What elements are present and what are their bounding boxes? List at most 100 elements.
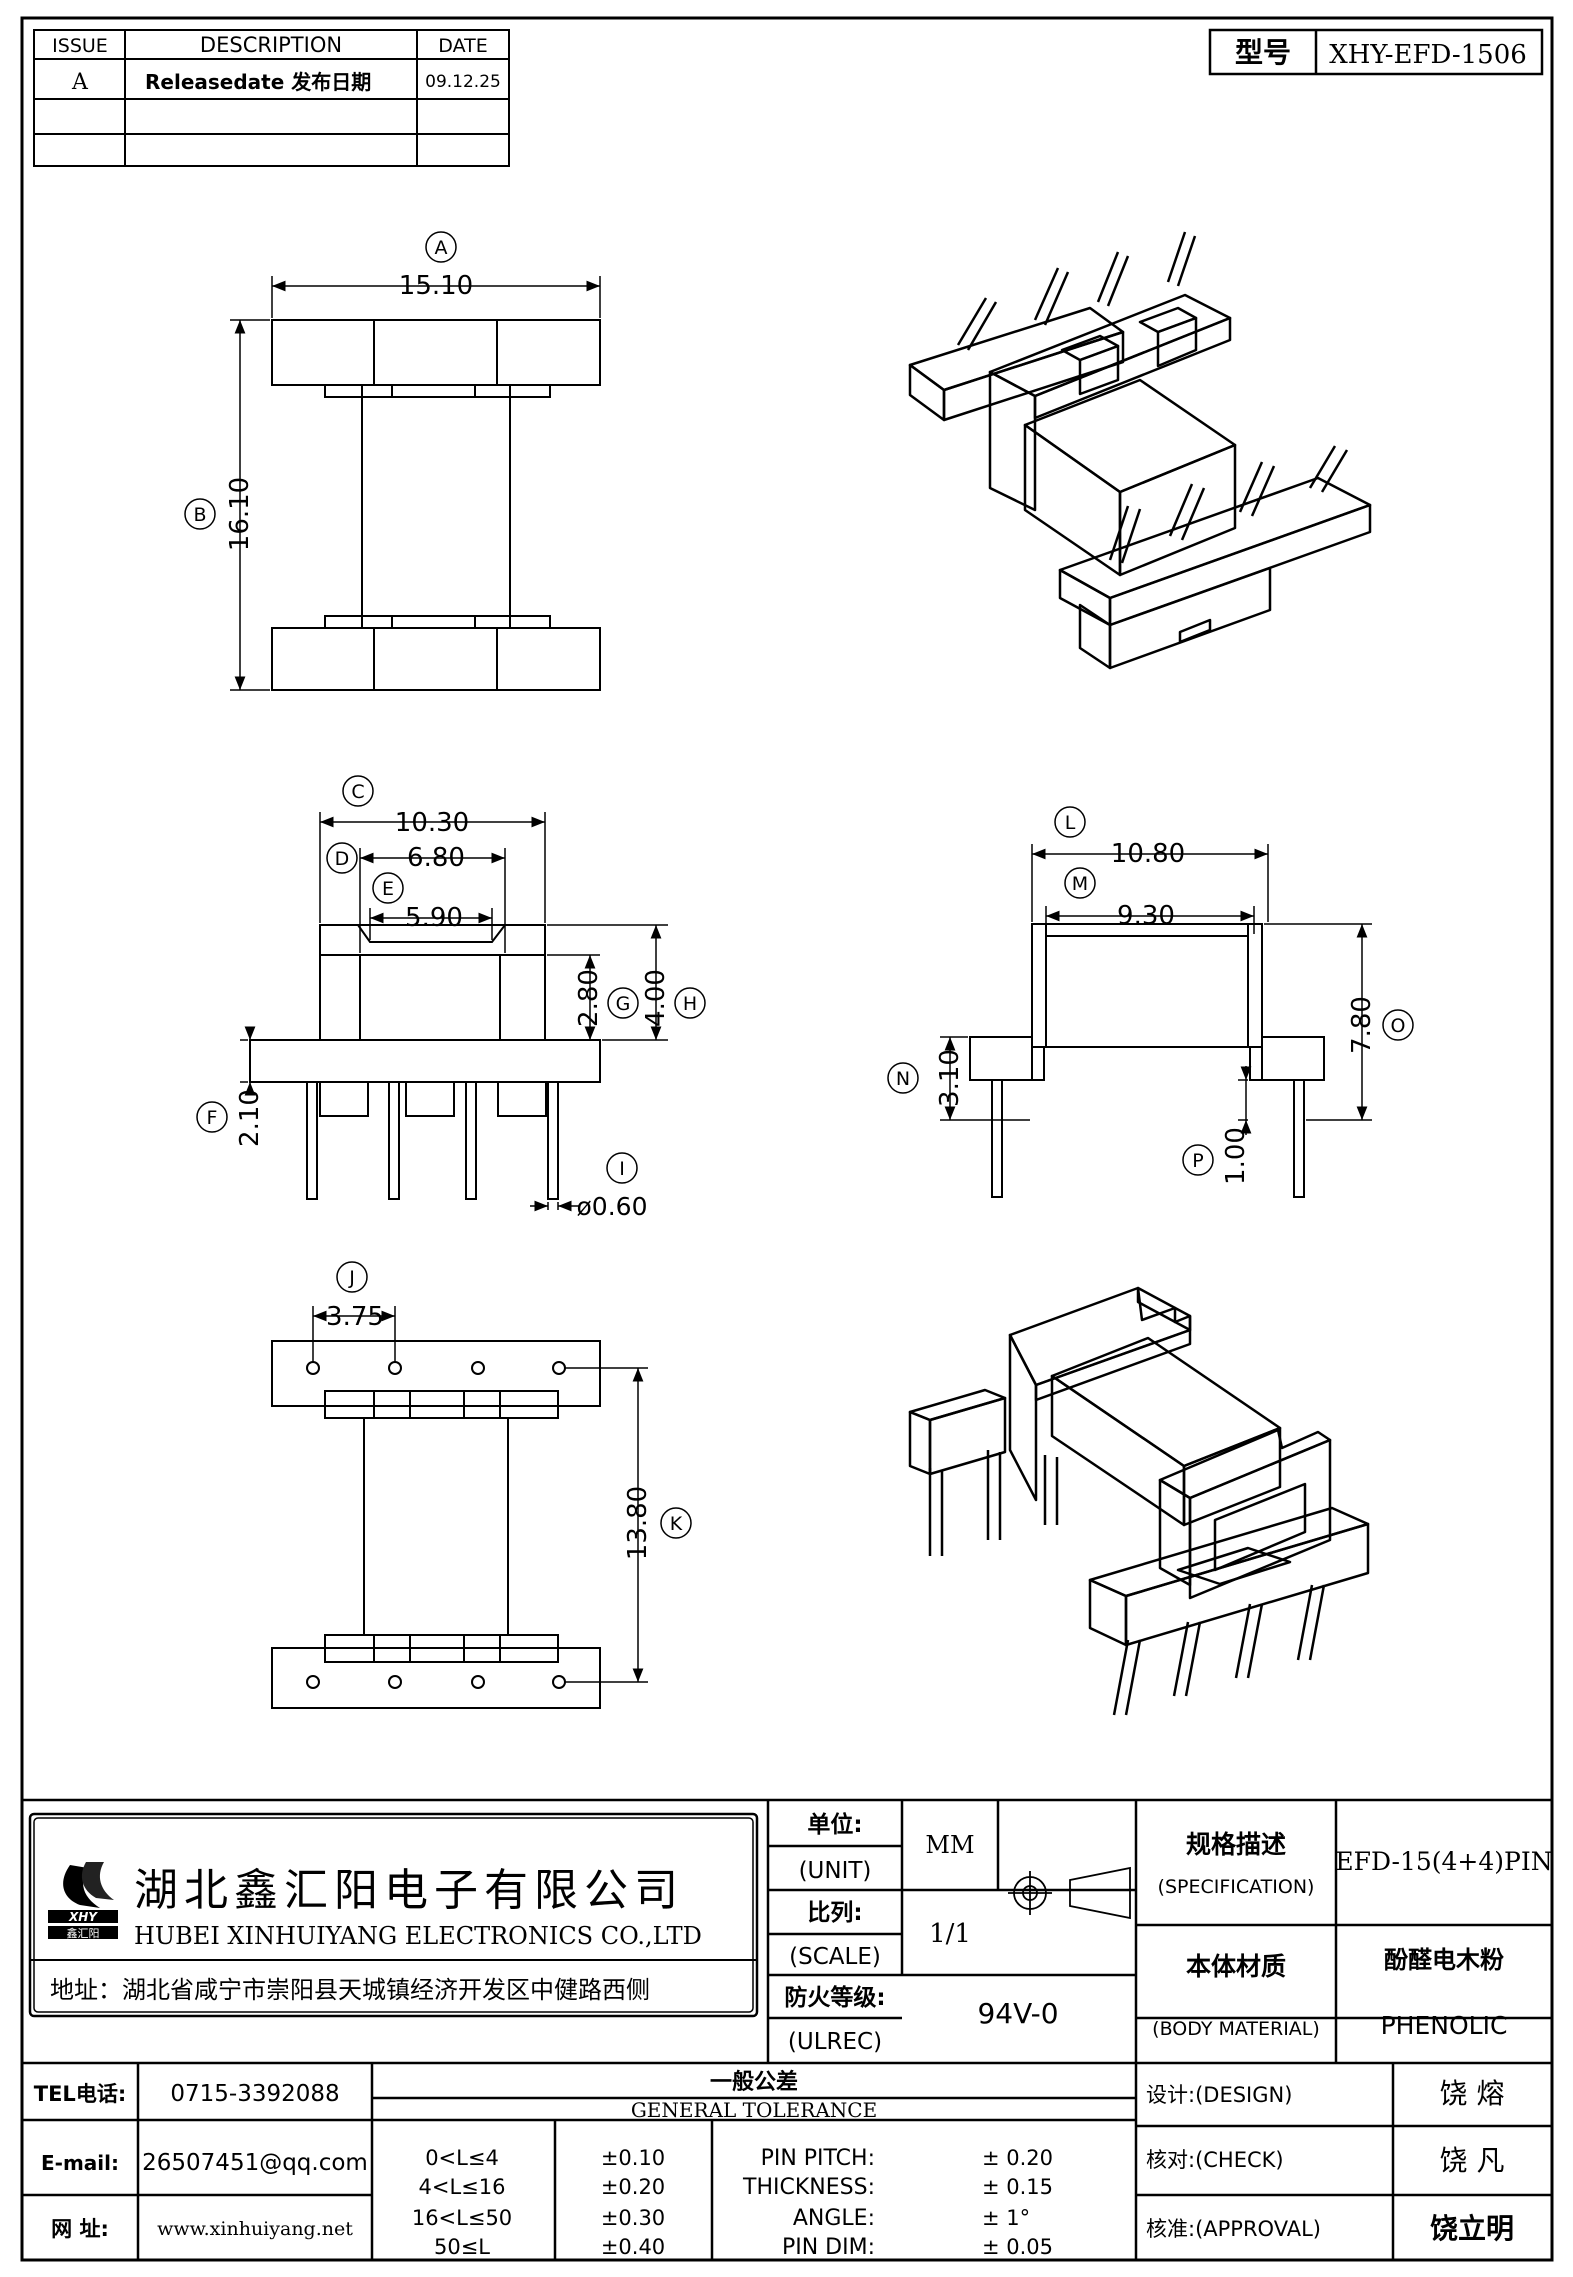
model-number: XHY-EFD-1506 (1329, 40, 1527, 70)
dim-K (565, 1367, 692, 1683)
tol-spec-1: ± 0.15 (982, 2175, 1053, 2199)
rev-row-date: 09.12.25 (425, 72, 501, 92)
logo-text: XHY (68, 1910, 98, 1924)
rev-row-description: Releasedate 发布日期 (145, 70, 371, 94)
dim-N-tag: N (896, 1068, 910, 1090)
dim-C-tag: C (351, 781, 364, 803)
revision-table (33, 29, 510, 167)
model-box (1208, 28, 1544, 76)
dim-A (271, 231, 601, 318)
tolerance-title-cn: 一般公差 (710, 2069, 798, 2095)
dim-K-tag: K (670, 1513, 683, 1535)
top-view (271, 319, 601, 691)
dim-D-value: 6.80 (407, 843, 465, 873)
iso-view-top (908, 231, 1372, 670)
dim-M-tag: M (1072, 873, 1088, 895)
tol-range-2: 16<L≤50 (412, 2206, 512, 2230)
rev-header-description: DESCRIPTION (200, 33, 342, 57)
dim-O (1264, 923, 1414, 1121)
fire-label-en: (ULREC) (788, 2029, 882, 2055)
tol-value-1: ±0.20 (601, 2175, 665, 2199)
scale-label-en: (SCALE) (789, 1944, 881, 1970)
tolerance-title-en: GENERAL TOLERANCE (631, 2098, 877, 2122)
dim-M-value: 9.30 (1117, 901, 1175, 931)
tol-value-0: ±0.10 (601, 2146, 665, 2170)
projection-symbol-icon (1008, 1866, 1131, 1920)
title-block-frame (22, 1798, 1552, 2260)
email-label: E-mail: (41, 2151, 119, 2175)
rev-header-date: DATE (438, 35, 487, 57)
dim-D-tag: D (335, 848, 350, 870)
dim-H-tag: H (683, 993, 697, 1015)
dim-P (1182, 1066, 1252, 1176)
tol-spec-0: ± 0.20 (982, 2146, 1053, 2170)
dim-K-value: 13.80 (623, 1486, 653, 1560)
sheet-border (20, 16, 1554, 2262)
dim-F-tag: F (207, 1107, 218, 1129)
tol-item-2: ANGLE: (793, 2206, 875, 2231)
spec-value: EFD-15(4+4)PIN (1335, 1847, 1552, 1876)
unit-label-en: (UNIT) (799, 1858, 872, 1884)
approval-name: 饶立明 (1430, 2212, 1514, 2245)
tol-item-0: PIN PITCH: (761, 2146, 875, 2171)
tol-range-1: 4<L≤16 (419, 2175, 506, 2199)
company-logo (48, 1862, 118, 1939)
dim-E-value: 5.90 (405, 903, 463, 933)
company-name-cn: 湖北鑫汇阳电子有限公司 (134, 1865, 684, 1916)
dim-G (547, 954, 639, 1041)
dim-E (369, 872, 493, 940)
front-view (249, 924, 601, 1200)
iso-view-bottom (908, 1286, 1370, 1716)
dim-H-value: 4.00 (641, 969, 671, 1027)
dim-N (887, 1036, 1030, 1121)
tol-spec-2: ± 1° (982, 2206, 1030, 2230)
dim-B-value: 16.10 (225, 477, 255, 551)
dim-F (196, 1026, 256, 1133)
company-address: 地址：湖北省咸宁市崇阳县天城镇经济开发区中健路西侧 (50, 1976, 650, 2004)
dim-L-tag: L (1065, 812, 1076, 834)
tel-label: TEL电话: (34, 2082, 126, 2106)
spec-label-cn: 规格描述 (1186, 1830, 1286, 1859)
tol-spec-3: ± 0.05 (982, 2235, 1053, 2259)
fire-label-cn: 防火等级: (784, 1984, 885, 2011)
design-name: 饶 熔 (1440, 2077, 1505, 2110)
dim-D (326, 842, 506, 953)
dim-P-tag: P (1192, 1150, 1203, 1172)
tol-range-3: 50≤L (434, 2235, 490, 2259)
scale-value: 1/1 (929, 1919, 971, 1949)
dim-E-tag: E (382, 878, 394, 900)
logo-sub: 鑫汇阳 (67, 1926, 100, 1940)
dim-J-tag: J (348, 1267, 355, 1289)
dim-L (1031, 806, 1269, 922)
web-label: 网 址: (51, 2217, 109, 2241)
dim-H (547, 924, 706, 1041)
dim-C (319, 775, 546, 923)
dim-B-tag: B (193, 504, 206, 526)
dim-N-value: 3.10 (935, 1049, 965, 1107)
tol-range-0: 0<L≤4 (425, 2146, 499, 2170)
check-name: 饶 凡 (1440, 2144, 1505, 2177)
side-view (969, 923, 1325, 1198)
model-label: 型号 (1235, 36, 1291, 69)
material-label-en: (BODY MATERIAL) (1152, 2018, 1320, 2040)
tol-value-3: ±0.40 (601, 2235, 665, 2259)
dim-A-tag: A (435, 237, 448, 259)
dim-O-value: 7.80 (1347, 996, 1377, 1054)
dim-C-value: 10.30 (395, 808, 469, 838)
dim-I (530, 1152, 638, 1212)
dim-F-value: 2.10 (235, 1089, 265, 1147)
tel-value: 0715-3392088 (170, 2081, 339, 2107)
material-value-cn: 酚醛电木粉 (1384, 1946, 1504, 1974)
dim-I-tag: I (619, 1158, 625, 1180)
scale-label-cn: 比列: (807, 1900, 862, 1926)
dim-J (312, 1261, 396, 1362)
dim-A-value: 15.10 (399, 271, 473, 301)
material-value-en: PHENOLIC (1381, 2011, 1508, 2040)
dim-O-tag: O (1391, 1015, 1406, 1037)
dim-B (184, 319, 270, 691)
material-label-cn: 本体材质 (1186, 1952, 1286, 1981)
bottom-view (271, 1340, 601, 1709)
dim-J-value: 3.75 (326, 1302, 384, 1332)
rev-row-issue: A (71, 70, 89, 95)
